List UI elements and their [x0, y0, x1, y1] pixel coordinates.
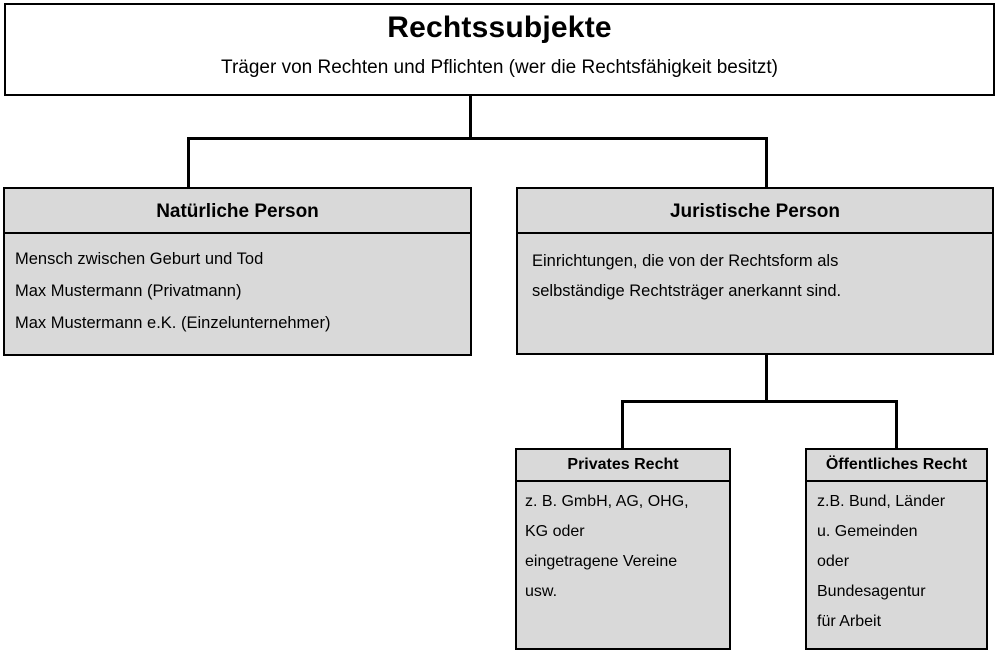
connector-drop-oeffentliches [895, 400, 898, 449]
node-rechtssubjekte-title: Rechtssubjekte [387, 11, 612, 44]
node-oeffentliches-recht-title: Öffentliches Recht [825, 456, 968, 473]
node-line: Max Mustermann (Privatmann) [15, 282, 242, 300]
connector-horizontal-bus-level3 [621, 400, 898, 403]
node-privates-recht-body: z. B. GmbH, AG, OHG, KG oder eingetragen… [517, 480, 729, 607]
connector-drop-privates [621, 400, 624, 449]
node-oeffentliches-recht-body: z.B. Bund, Länder u. Gemeinden oder Bund… [807, 480, 986, 637]
node-line: Bundesagentur [817, 583, 926, 600]
connector-root-stem [469, 96, 472, 140]
node-line: Mensch zwischen Geburt und Tod [15, 250, 264, 268]
node-line: selbständige Rechtsträger anerkannt sind… [532, 282, 842, 300]
node-rechtssubjekte: Rechtssubjekte Träger von Rechten und Pf… [4, 3, 995, 96]
connector-drop-juristische [765, 137, 768, 188]
node-juristische-person-body: Einrichtungen, die von der Rechtsform al… [518, 232, 992, 306]
node-line: usw. [525, 583, 558, 600]
node-privates-recht-title: Privates Recht [567, 456, 679, 473]
node-juristische-person-title: Juristische Person [669, 201, 841, 222]
node-line: Max Mustermann e.K. (Einzelunternehmer) [15, 314, 331, 332]
node-oeffentliches-recht: Öffentliches Recht z.B. Bund, Länder u. … [805, 448, 988, 650]
node-privates-recht: Privates Recht z. B. GmbH, AG, OHG, KG o… [515, 448, 731, 650]
node-juristische-person: Juristische Person Einrichtungen, die vo… [516, 187, 994, 355]
node-natuerliche-person: Natürliche Person Mensch zwischen Geburt… [3, 187, 472, 356]
node-line: z. B. GmbH, AG, OHG, [525, 493, 689, 510]
node-line: u. Gemeinden [817, 523, 918, 540]
node-natuerliche-person-body: Mensch zwischen Geburt und Tod Max Muste… [5, 232, 470, 339]
node-line: für Arbeit [817, 613, 882, 630]
connector-drop-natuerliche [187, 137, 190, 188]
node-natuerliche-person-title: Natürliche Person [156, 201, 319, 222]
node-line: eingetragene Vereine [525, 553, 678, 570]
node-line: Einrichtungen, die von der Rechtsform al… [532, 252, 839, 270]
node-line: z.B. Bund, Länder [817, 493, 946, 510]
connector-juristische-stem [765, 355, 768, 403]
node-rechtssubjekte-subtitle: Träger von Rechten und Pflichten (wer di… [221, 57, 778, 78]
node-line: oder [817, 553, 850, 570]
node-line: KG oder [525, 523, 585, 540]
connector-horizontal-bus-level2 [187, 137, 768, 140]
